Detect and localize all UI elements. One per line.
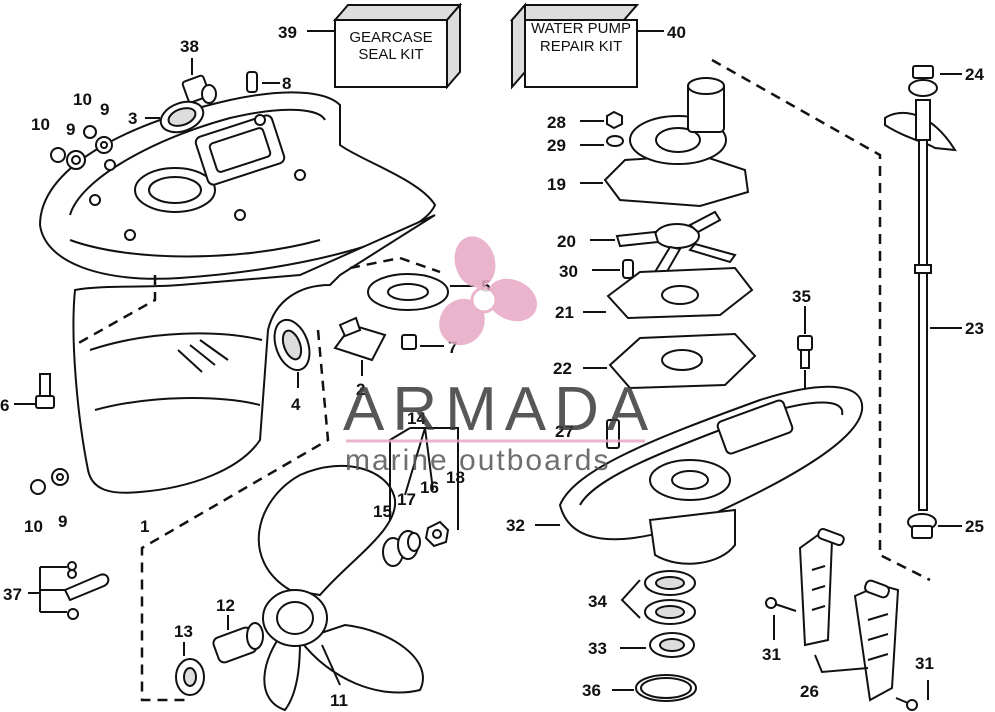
- callout-22: 22: [553, 359, 572, 378]
- part-3-bearing: 3: [128, 100, 205, 134]
- callout-3: 3: [128, 109, 137, 128]
- part-22-gasket: 22: [553, 332, 757, 390]
- part-7-screw: 7: [401, 334, 457, 357]
- part-11-propeller: 11: [257, 464, 424, 712]
- watermark: ARMADA marine outboards: [343, 236, 656, 477]
- part-8-pin: 8: [246, 71, 291, 93]
- part-28-nut: 28: [547, 110, 623, 132]
- callout-1: 1: [140, 517, 149, 536]
- part-31-screws: 31 31: [762, 597, 934, 711]
- callout-25: 25: [965, 517, 984, 536]
- gearcase-housing: [38, 91, 437, 494]
- callout-8: 8: [282, 74, 291, 93]
- callout-4: 4: [291, 395, 301, 414]
- part-4-bearing: 4: [273, 318, 311, 414]
- part-6-screw: 6: [0, 373, 55, 415]
- callout-2: 2: [356, 380, 365, 399]
- callout-6: 6: [0, 396, 9, 415]
- callout-31-left: 31: [762, 645, 781, 664]
- callout-32: 32: [506, 516, 525, 535]
- propeller-logo-icon: [439, 236, 538, 346]
- part-38-plug: 38: [180, 37, 217, 104]
- part-33-seal: 33: [588, 632, 695, 658]
- callout-10-bottom: 10: [24, 517, 43, 536]
- part-2-trim-tab: 2: [333, 316, 387, 399]
- water-pump-kit-line2: REPAIR KIT: [540, 38, 622, 55]
- callout-12: 12: [216, 596, 235, 615]
- callout-9-bottom: 9: [58, 512, 67, 531]
- callout-39: 39: [278, 23, 297, 42]
- callout-10-top: 10: [31, 115, 50, 134]
- part-26-grilles: 26: [798, 527, 900, 702]
- part-23-water-tube: 23: [884, 99, 984, 511]
- callout-18: 18: [446, 468, 465, 487]
- callout-35: 35: [792, 287, 811, 306]
- watermark-tagline: marine outboards: [345, 444, 610, 477]
- callout-15: 15: [373, 502, 392, 521]
- water-pump-kit-line1: WATER PUMP: [531, 20, 631, 37]
- part-12-thrust-hub: 12: [212, 596, 264, 664]
- part-13-washer: 13: [174, 622, 205, 696]
- callout-24: 24: [965, 65, 984, 84]
- watermark-brand: ARMADA: [343, 375, 656, 444]
- callout-14: 14: [407, 409, 426, 428]
- callout-38: 38: [180, 37, 199, 56]
- part-36-o-ring: 36: [582, 674, 697, 702]
- callout-23: 23: [965, 319, 984, 338]
- part-17-washer: 17: [397, 490, 421, 552]
- callout-7: 7: [448, 338, 457, 357]
- callout-11: 11: [330, 691, 348, 710]
- callout-34: 34: [588, 592, 607, 611]
- part-37-assembly: 37: [3, 561, 110, 620]
- gearcase-kit-line2: SEAL KIT: [358, 46, 423, 63]
- gearcase-seal-kit-box: GEARCASE SEAL KIT 39: [278, 2, 463, 90]
- part-19-pump-housing: 19: [547, 77, 750, 208]
- callout-20: 20: [557, 232, 576, 251]
- callout-10-mid: 10: [73, 90, 92, 109]
- callout-17: 17: [397, 490, 416, 509]
- callout-40: 40: [667, 23, 686, 42]
- part-21-plate: 21: [555, 266, 754, 322]
- callout-31-right: 31: [915, 654, 934, 673]
- part-32-exhaust-plate: 32: [506, 385, 864, 565]
- callout-37: 37: [3, 585, 22, 604]
- part-5-anode: 5: [367, 273, 490, 311]
- callout-33: 33: [588, 639, 607, 658]
- callout-30: 30: [559, 262, 578, 281]
- water-pump-repair-kit-box: WATER PUMP REPAIR KIT 40: [509, 2, 686, 90]
- part-25-grommet: 25: [907, 513, 984, 539]
- part-29-washer: 29: [547, 135, 624, 155]
- part-24-grommet: 24: [908, 65, 984, 97]
- callout-26: 26: [800, 682, 819, 701]
- part-34-seals: 34: [588, 570, 696, 625]
- part-20-impeller: 20: [557, 210, 737, 277]
- callout-21: 21: [555, 303, 574, 322]
- part-30-key: 30: [559, 259, 634, 281]
- washers-nuts-top-left: 10 9 10 9: [31, 90, 113, 170]
- washers-nuts-bottom-left: 10 9: [24, 468, 69, 536]
- callout-13: 13: [174, 622, 193, 641]
- part-16-nut: 16: [420, 478, 450, 548]
- callout-29: 29: [547, 136, 566, 155]
- callout-9-top: 9: [66, 120, 75, 139]
- callout-28: 28: [547, 113, 566, 132]
- gearcase-kit-line1: GEARCASE: [349, 29, 432, 46]
- callout-9-mid: 9: [100, 100, 109, 119]
- callout-5: 5: [481, 277, 490, 296]
- callout-16: 16: [420, 478, 439, 497]
- callout-19: 19: [547, 175, 566, 194]
- callout-27: 27: [555, 422, 574, 441]
- callout-36: 36: [582, 681, 601, 700]
